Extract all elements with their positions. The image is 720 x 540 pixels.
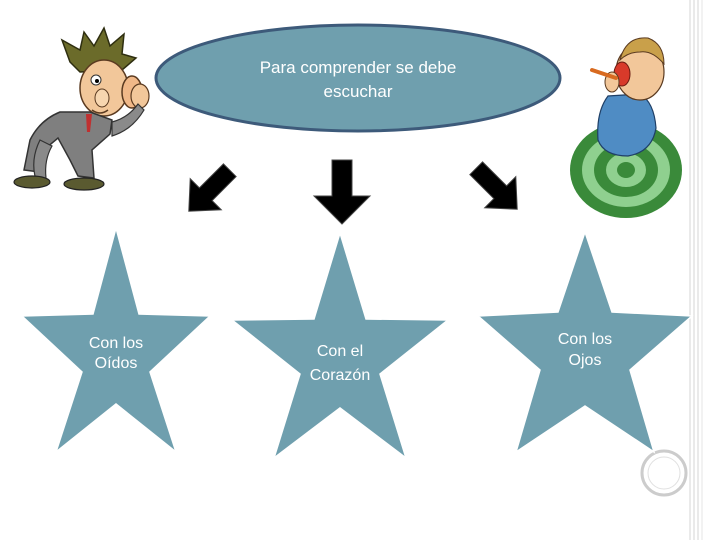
ear-listener-target-icon [568,30,684,218]
star-oidos-line1: Con los [89,335,143,352]
star-corazon-line2: Corazón [310,367,370,384]
slide-border-decoration [640,0,703,540]
star-ojos-line2: Ojos [569,352,602,369]
star-ojos: Con los Ojos [476,229,694,454]
listening-man-icon [13,26,150,191]
star-oidos-line2: Oídos [95,355,138,372]
star-corazon: Con el Corazón [229,230,451,461]
arrow-down [312,159,372,225]
star-oidos: Con los Oídos [20,225,212,455]
title-oval-line1: Para comprender se debe [260,58,457,77]
title-oval: Para comprender se debe escuchar [154,23,562,133]
arrow-right-down [469,161,518,210]
arrow-left-down [188,163,237,212]
star-ojos-line1: Con los [558,331,612,348]
title-oval-line2: escuchar [324,82,393,101]
star-corazon-line1: Con el [317,343,363,360]
